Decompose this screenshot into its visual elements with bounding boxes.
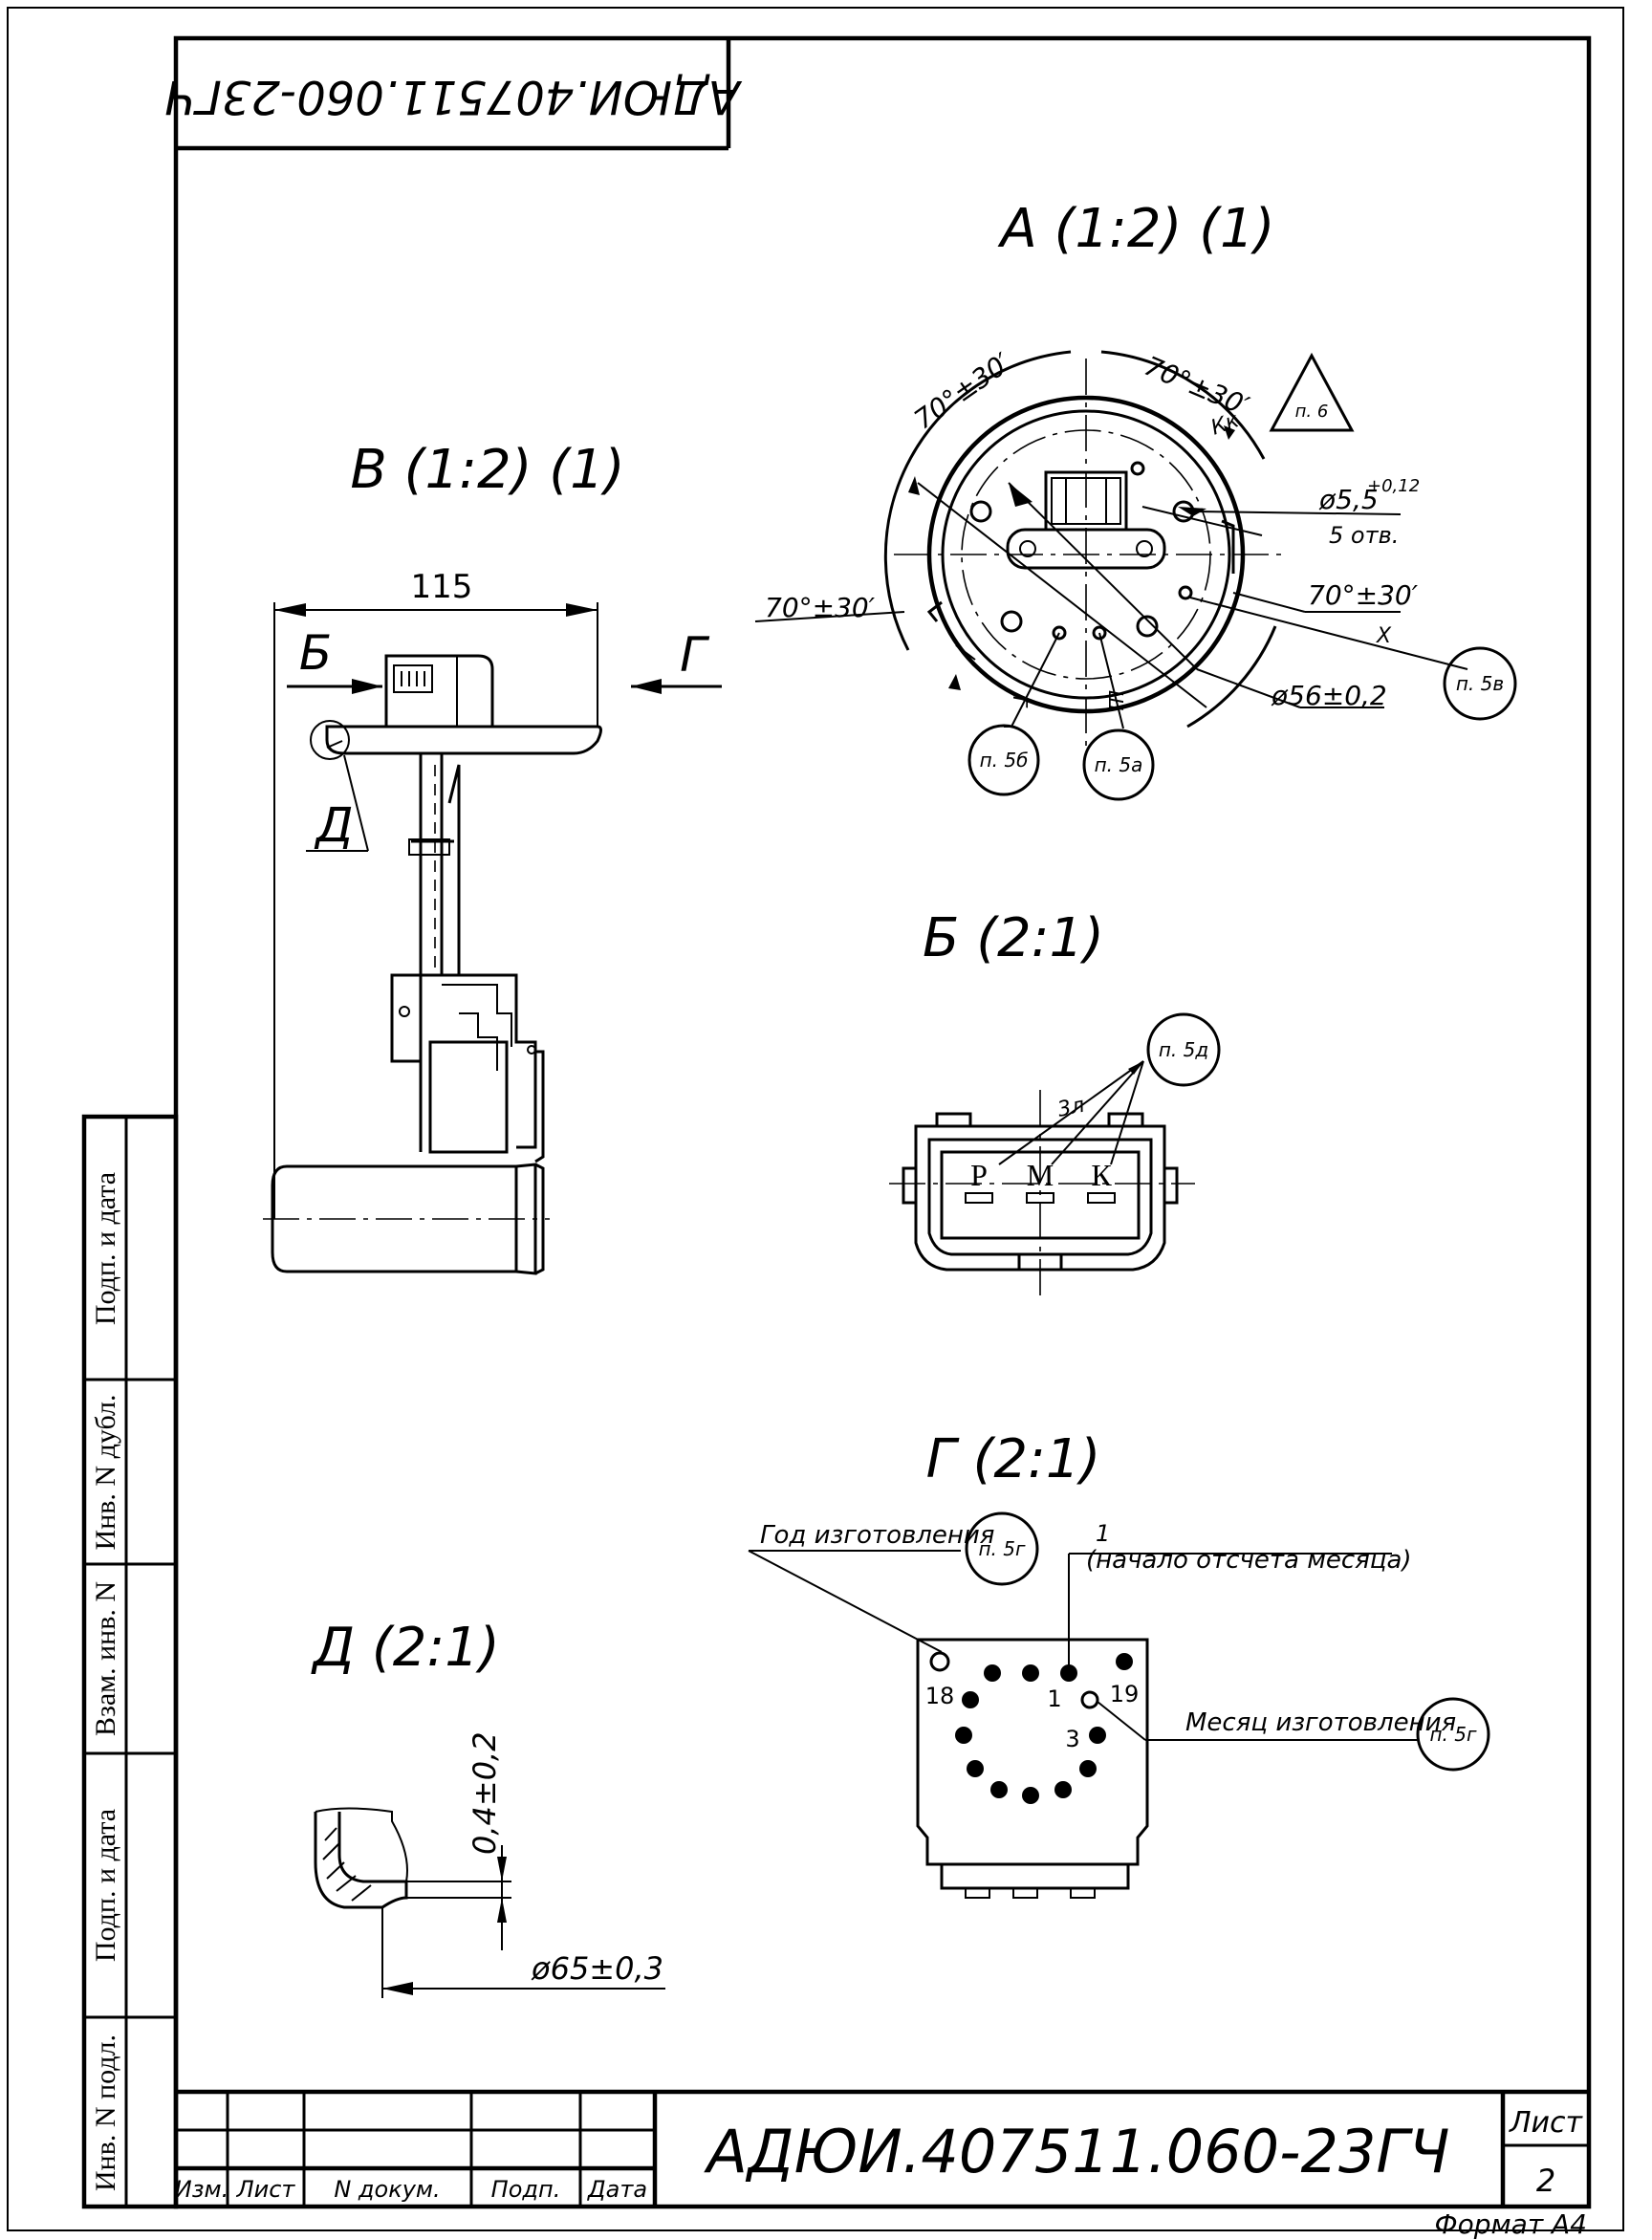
view-d: Д (2:1) 0,4±0,2 ø65±0,3 bbox=[310, 1617, 665, 1998]
thickness-dim: 0,4±0,2 bbox=[467, 1731, 503, 1855]
stamp-inv-dubl: Инв. N дубл. bbox=[90, 1395, 121, 1551]
view-v: В (1:2) (1) 115 Б Г bbox=[263, 439, 722, 1275]
pin-p: Р bbox=[970, 1158, 988, 1192]
triangle-note bbox=[1269, 352, 1355, 432]
view-d-title: Д (2:1) bbox=[310, 1617, 499, 1679]
note-5d: п. 5д bbox=[1159, 1038, 1208, 1061]
col-izm: Изм. bbox=[175, 2176, 228, 2203]
flange-outer bbox=[926, 395, 1246, 714]
view-g: Г (2:1) 18 1 19 3 Год изготовления 1 bbox=[748, 1428, 1490, 1899]
stamp-podp-data-2: Подп. и дата bbox=[90, 1809, 121, 1962]
diameter-dim: ø65±0,3 bbox=[531, 1950, 663, 1987]
flange-inner bbox=[941, 409, 1231, 700]
col-list: Лист bbox=[236, 2176, 296, 2203]
pin-m: М bbox=[1027, 1158, 1054, 1192]
top-doc-code: АДЮИ.407511.060-23ГЧ bbox=[164, 70, 742, 123]
num-1: 1 bbox=[1047, 1685, 1061, 1712]
width-115: 115 bbox=[411, 568, 473, 606]
hole-4 bbox=[1136, 615, 1159, 638]
pin-k: К bbox=[1091, 1158, 1112, 1192]
hole-count: 5 отв. bbox=[1329, 522, 1399, 549]
view-a-title: А (1:2) (1) bbox=[997, 198, 1274, 260]
detail-d-mark: Д bbox=[314, 797, 353, 853]
num-18: 18 bbox=[925, 1683, 955, 1709]
float-body bbox=[271, 1164, 518, 1273]
note-year: п. 5г bbox=[978, 1537, 1026, 1560]
col-podp: Подп. bbox=[491, 2176, 561, 2203]
hole-tol: +0,12 bbox=[1367, 476, 1420, 496]
angle-right: 70°±30′ bbox=[1308, 579, 1419, 611]
mark-x: Х bbox=[1376, 624, 1392, 648]
year-marker bbox=[929, 1651, 950, 1672]
side-stamp-column: Подп. и дата Инв. N дубл. Взам. инв. N П… bbox=[81, 1114, 179, 2209]
marking-3l: 3л bbox=[1055, 1094, 1087, 1122]
top-code-box: АДЮИ.407511.060-23ГЧ bbox=[164, 38, 743, 151]
year-label: Год изготовления bbox=[760, 1521, 994, 1550]
note-5a: п. 5а bbox=[1095, 753, 1143, 776]
arrow-b: Б bbox=[299, 625, 332, 681]
sheet-label: Лист bbox=[1509, 2106, 1584, 2140]
view-b: Б (2:1) Р М К 3л п. 5д bbox=[889, 907, 1221, 1300]
outer-dia: ø56±0,2 bbox=[1271, 680, 1387, 711]
month-label: Месяц изготовления bbox=[1185, 1708, 1456, 1737]
main-doc-code: АДЮИ.407511.060-23ГЧ bbox=[704, 2117, 1450, 2186]
hole-dia: ø5,5 bbox=[1318, 484, 1379, 515]
angle-left: 70°±30′ bbox=[765, 592, 876, 623]
format-label: Формат А4 bbox=[1435, 2208, 1587, 2240]
num-19: 19 bbox=[1110, 1681, 1140, 1707]
sheet-number: 2 bbox=[1536, 2163, 1555, 2199]
stamp-inv-podl: Инв. N подл. bbox=[90, 2034, 121, 2191]
col-data: Дата bbox=[587, 2176, 647, 2203]
month-start-num: 1 bbox=[1096, 1520, 1110, 1547]
view-v-title: В (1:2) (1) bbox=[350, 439, 624, 501]
hole-1 bbox=[969, 500, 992, 523]
col-n-dokum: N докум. bbox=[334, 2176, 440, 2203]
month-start-label: (начало отсчета месяца) bbox=[1086, 1546, 1412, 1575]
mark-g: Г bbox=[1009, 696, 1032, 708]
title-block: Изм. Лист N докум. Подп. Дата АДЮИ.40751… bbox=[175, 2089, 1589, 2207]
hole-3 bbox=[1000, 610, 1023, 633]
triangle-note-text: п. 6 bbox=[1295, 402, 1329, 422]
view-b-title: Б (2:1) bbox=[923, 907, 1104, 969]
stamp-vzam-inv: Взам. инв. N bbox=[90, 1581, 121, 1736]
note-5b: п. 5б bbox=[980, 749, 1029, 772]
note-month: п. 5г bbox=[1429, 1723, 1477, 1746]
month-marker bbox=[1080, 1690, 1099, 1709]
view-g-title: Г (2:1) bbox=[926, 1428, 1101, 1490]
stamp-podp-data-1: Подп. и дата bbox=[90, 1172, 121, 1325]
angle-top-right: 70°±30′ bbox=[1140, 350, 1253, 423]
mark-sh: Ш bbox=[1104, 690, 1127, 710]
note-5v: п. 5в bbox=[1456, 672, 1504, 695]
view-a: А (1:2) (1) bbox=[754, 198, 1517, 801]
sheet-outer-border bbox=[7, 7, 1624, 2231]
num-3: 3 bbox=[1065, 1726, 1079, 1752]
arrow-g: Г bbox=[680, 627, 710, 683]
